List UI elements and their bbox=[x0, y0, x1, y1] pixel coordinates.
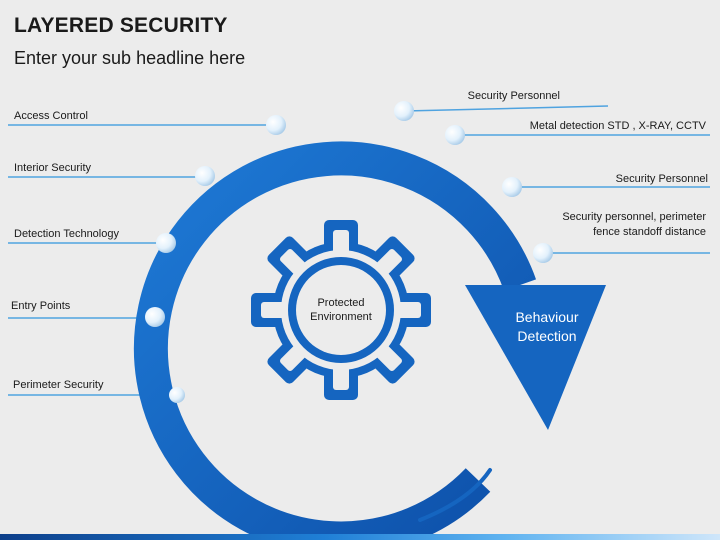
behaviour-detection-arrow bbox=[465, 285, 606, 430]
label-perimeter-security: Perimeter Security bbox=[13, 379, 104, 391]
bead-detection-technology bbox=[156, 233, 176, 253]
label-security-personnel-2: Security Personnel bbox=[615, 173, 708, 185]
bottom-accent-bar bbox=[0, 534, 720, 540]
center-label-line1: Protected bbox=[317, 297, 365, 309]
bead-metal-detection bbox=[445, 125, 465, 145]
bead-security-personnel-2 bbox=[502, 177, 522, 197]
label-security-personnel-1: Security Personnel bbox=[467, 90, 560, 102]
bead-perimeter-security bbox=[169, 387, 185, 403]
arrow-label-line2: Detection bbox=[517, 328, 577, 344]
bead-interior-security bbox=[195, 166, 215, 186]
label-metal-detection: Metal detection STD , X-RAY, CCTV bbox=[529, 120, 706, 132]
connector-line bbox=[404, 105, 609, 112]
arrow-label-line1: Behaviour bbox=[515, 309, 579, 325]
label-entry-points: Entry Points bbox=[11, 300, 71, 312]
slide-title: LAYERED SECURITY bbox=[14, 14, 228, 37]
label-interior-security: Interior Security bbox=[14, 162, 92, 174]
label-perimeter-fence: Security personnel, perimeter fence stan… bbox=[562, 211, 706, 238]
bead-security-personnel-1 bbox=[394, 101, 414, 121]
bead-perimeter-fence bbox=[533, 243, 553, 263]
slide-subtitle: Enter your sub headline here bbox=[14, 48, 246, 68]
label-access-control: Access Control bbox=[14, 110, 88, 122]
bead-access-control bbox=[266, 115, 286, 135]
bead-entry-points bbox=[145, 307, 165, 327]
center-label-line2: Environment bbox=[310, 311, 372, 323]
ring-tail bbox=[418, 468, 492, 522]
label-detection-technology: Detection Technology bbox=[14, 228, 119, 240]
gear-icon bbox=[251, 220, 431, 400]
